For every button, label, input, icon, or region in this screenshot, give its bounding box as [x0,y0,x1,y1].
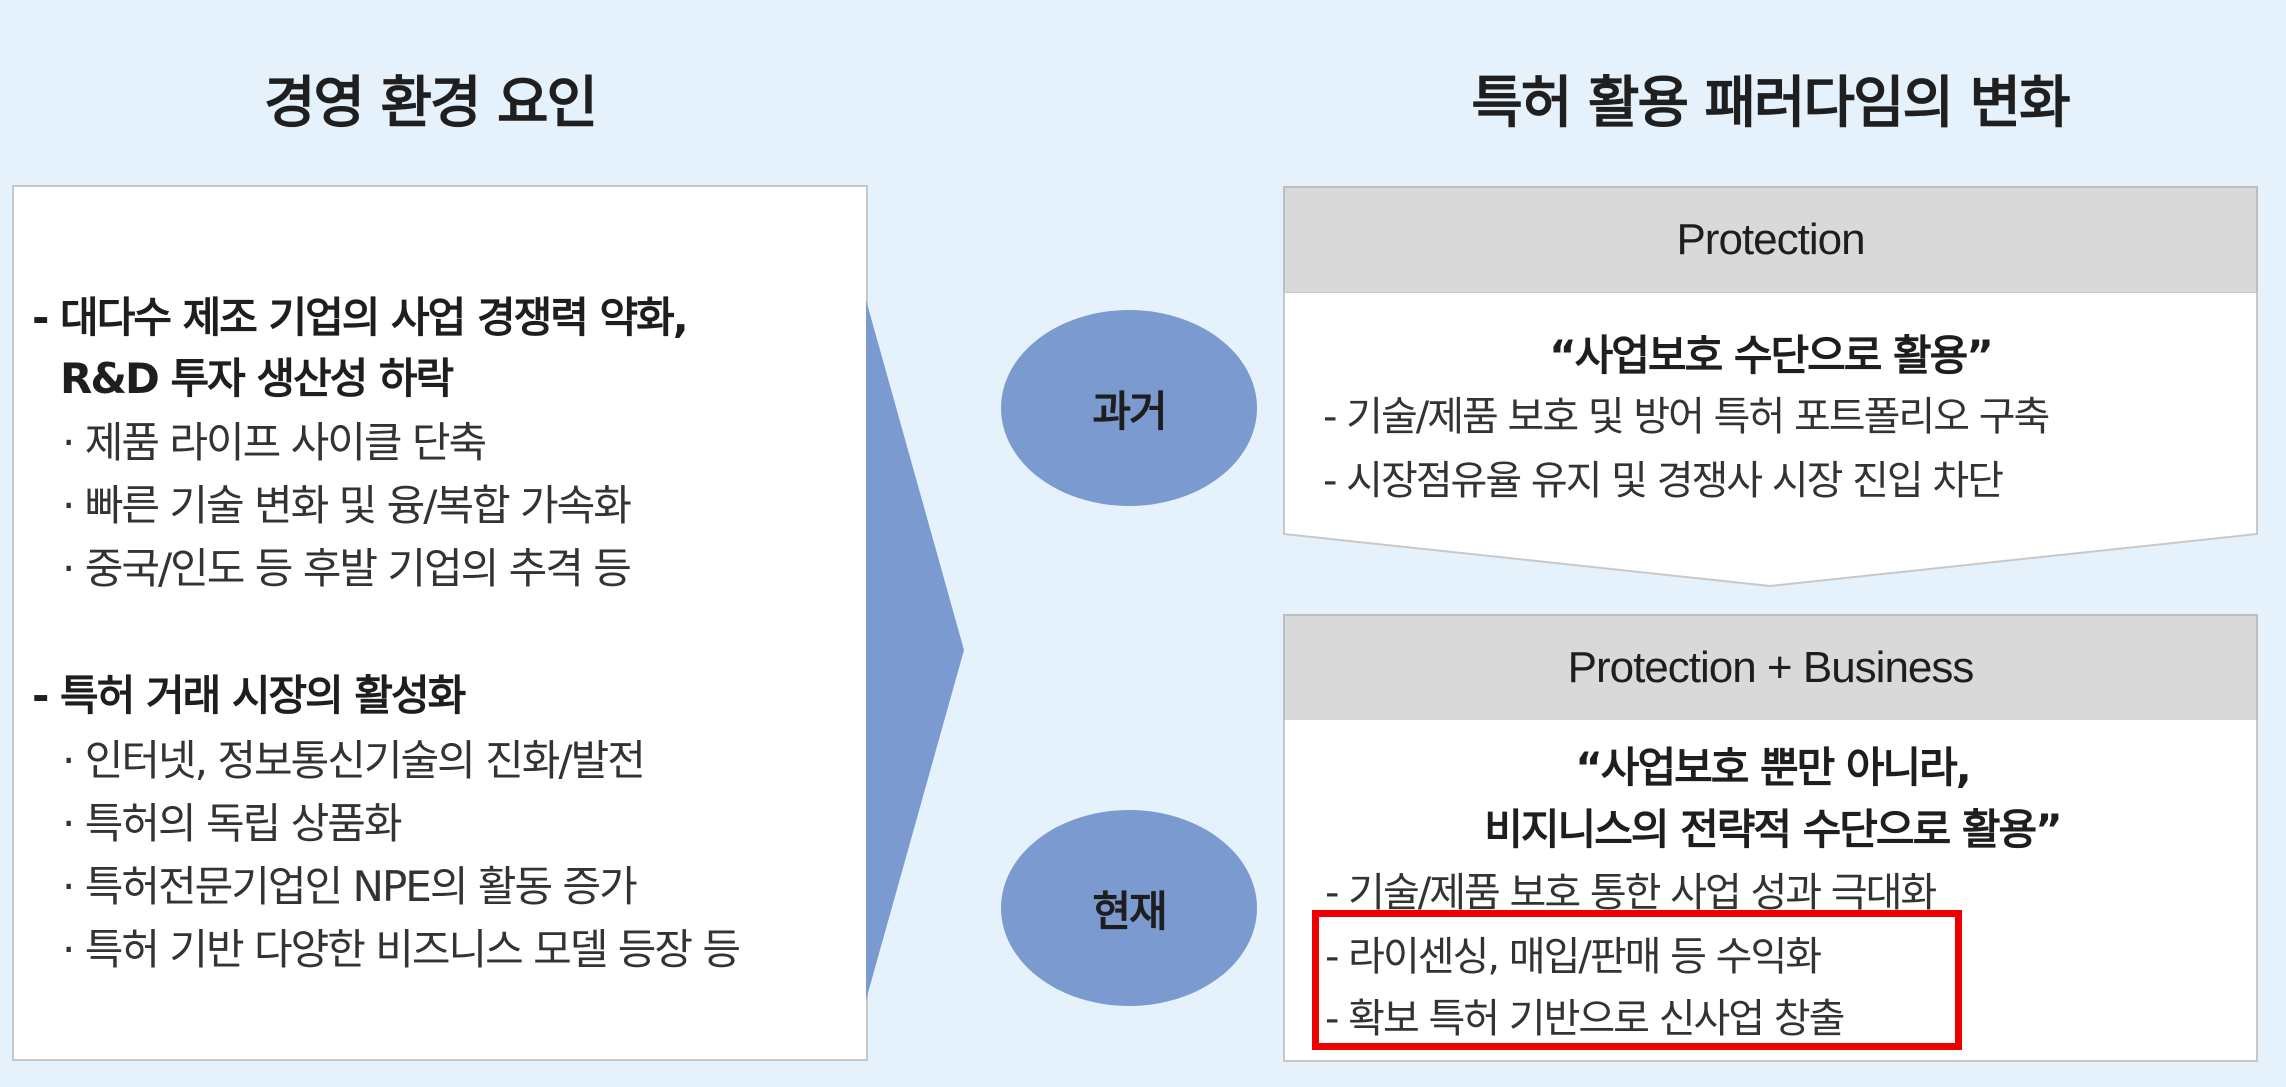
present-item: - 기술/제품 보호 통한 사업 성과 극대화 [1325,870,1937,916]
present-ellipse: 현재 [1001,810,1257,1006]
group1-title-line2: R&D 투자 생산성 하락 [60,354,454,403]
past-ellipse: 과거 [1001,310,1257,506]
group2-item: · 특허 기반 다양한 비즈니스 모델 등장 등 [62,925,741,974]
group1-title-line1: - 대다수 제조 기업의 사업 경쟁력 약화, [32,293,689,342]
past-item: - 기술/제품 보호 및 방어 특허 포트폴리오 구축 [1323,394,2050,440]
group1-item: · 빠른 기술 변화 및 융/복합 가속화 [62,481,632,530]
right-heading: 특허 활용 패러다임의 변화 [1471,71,2070,136]
present-item: - 확보 특허 기반으로 신사업 창출 [1325,996,1845,1042]
past-box-arrow-shape [1283,292,2258,588]
past-quote: “사업보호 수단으로 활용” [1549,331,1994,380]
group2-item: · 특허전문기업인 NPE의 활동 증가 [62,862,638,911]
present-item: - 라이센싱, 매입/판매 등 수익화 [1325,934,1822,980]
highlight-box [1312,910,1962,1050]
past-box-header: Protection [1283,186,2258,294]
right-arrow-icon [866,300,964,1000]
group1-item: · 중국/인도 등 후발 기업의 추격 등 [62,544,632,593]
past-item: - 시장점유율 유지 및 경쟁사 시장 진입 차단 [1323,458,2004,504]
group2-item: · 인터넷, 정보통신기술의 진화/발전 [62,736,646,785]
present-quote-line2: 비지니스의 전략적 수단으로 활용” [1484,805,2062,854]
present-box-header: Protection + Business [1283,614,2258,722]
group2-item: · 특허의 독립 상품화 [62,799,403,848]
business-environment-panel: - 대다수 제조 기업의 사업 경쟁력 약화, R&D 투자 생산성 하락 · … [12,185,868,1061]
present-quote-line1: “사업보호 뿐만 아니라, [1575,743,1972,792]
past-box-body: “사업보호 수단으로 활용” - 기술/제품 보호 및 방어 특허 포트폴리오 … [1283,292,2258,592]
past-label: 과거 [1092,386,1167,436]
left-heading: 경영 환경 요인 [263,71,598,136]
group1-item: · 제품 라이프 사이클 단축 [62,418,487,467]
present-box-body: “사업보호 뿐만 아니라, 비지니스의 전략적 수단으로 활용” - 기술/제품… [1283,720,2258,1062]
present-label: 현재 [1092,886,1167,936]
group2-title: - 특허 거래 시장의 활성화 [32,671,466,720]
